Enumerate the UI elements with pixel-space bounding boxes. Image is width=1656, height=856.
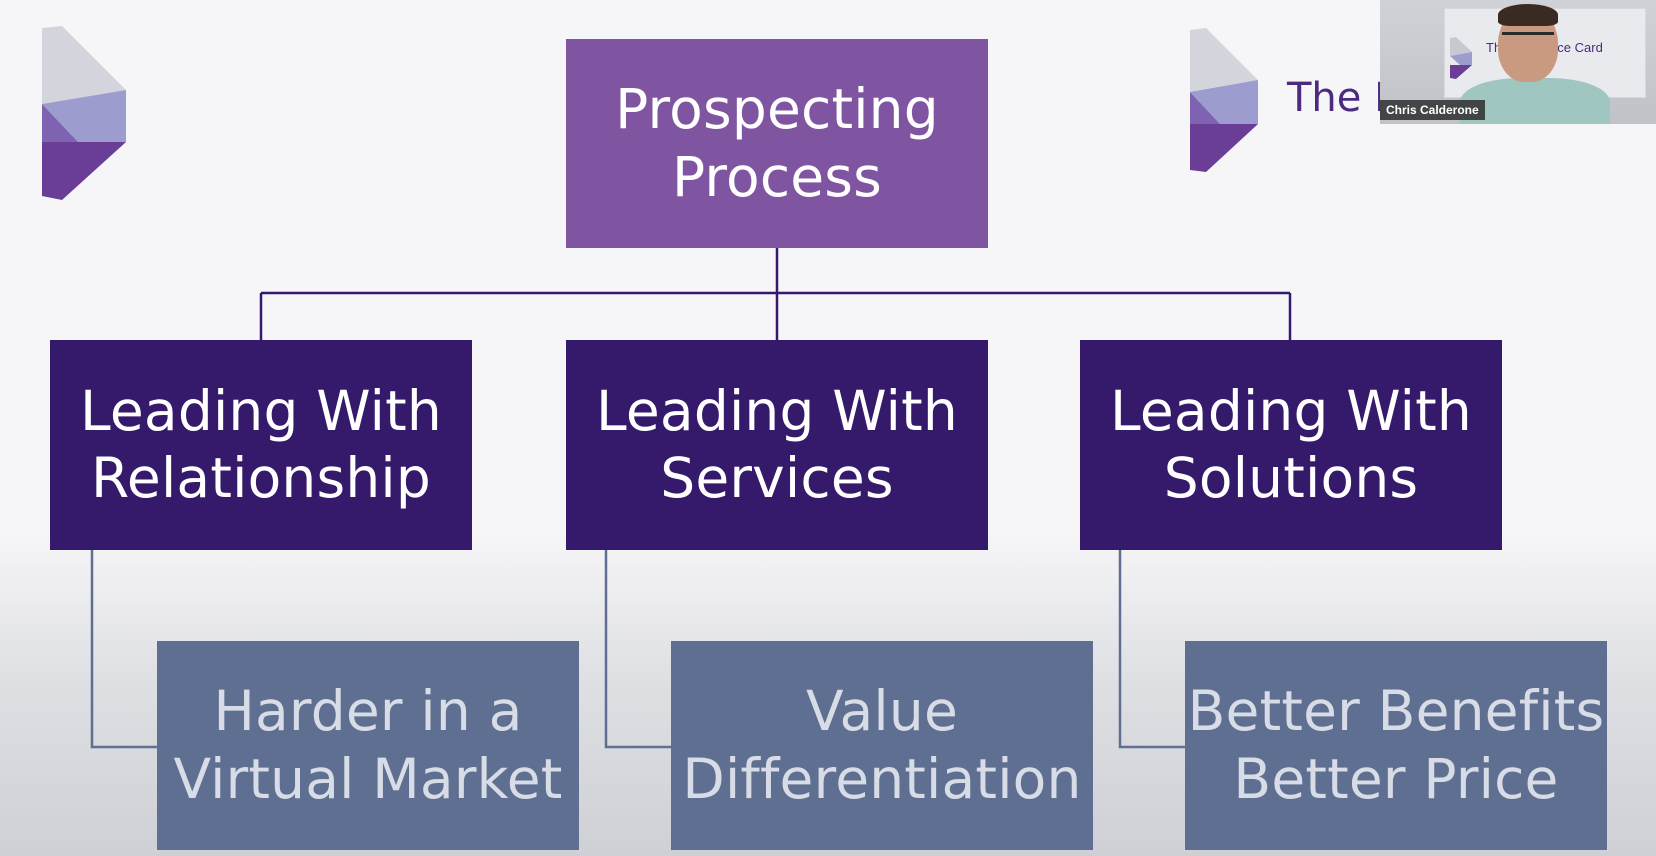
branch-node-line1: Leading With — [1110, 378, 1472, 443]
root-node-line1: Prospecting — [615, 77, 939, 142]
brand-logo-right — [1190, 28, 1258, 172]
branch-node-services: Leading With Services — [566, 340, 988, 550]
leaf-node-line2: Differentiation — [682, 746, 1082, 811]
leaf-node-line1: Better Benefits — [1187, 679, 1605, 744]
branch-node-solutions: Leading With Solutions — [1080, 340, 1502, 550]
participant-hair — [1498, 4, 1558, 26]
leaf-connector-1 — [90, 550, 157, 749]
participant-name-label: Chris Calderone — [1380, 100, 1485, 120]
branch-node-line2: Solutions — [1163, 446, 1419, 510]
leaf-node-value-differentiation: Value Differentiation — [671, 641, 1093, 850]
leaf-node-virtual-market: Harder in a Virtual Market — [157, 641, 579, 850]
root-node-line2: Process — [671, 144, 883, 209]
branch-node-relationship: Leading With Relationship — [50, 340, 472, 550]
video-background-logo — [1450, 37, 1472, 79]
branch-node-line1: Leading With — [80, 378, 442, 443]
participant-video-tile[interactable]: The Difference Card Chris Calderone — [1380, 0, 1656, 124]
leaf-node-line1: Value — [805, 679, 959, 744]
leaf-node-line2: Virtual Market — [173, 746, 563, 811]
leaf-connector-2 — [604, 550, 671, 749]
leaf-node-line1: Harder in a — [213, 679, 523, 744]
brand-logo-left — [42, 26, 126, 200]
participant-glasses — [1502, 32, 1554, 45]
branch-node-line2: Relationship — [90, 446, 431, 510]
branch-node-line1: Leading With — [596, 378, 958, 443]
leaf-node-line2: Better Price — [1233, 746, 1559, 811]
participant-body — [1460, 78, 1610, 124]
leaf-connector-3 — [1118, 550, 1185, 749]
leaf-node-better-benefits: Better Benefits Better Price — [1185, 641, 1607, 850]
root-node-prospecting-process: Prospecting Process — [566, 39, 988, 248]
branch-node-line2: Services — [660, 446, 894, 510]
